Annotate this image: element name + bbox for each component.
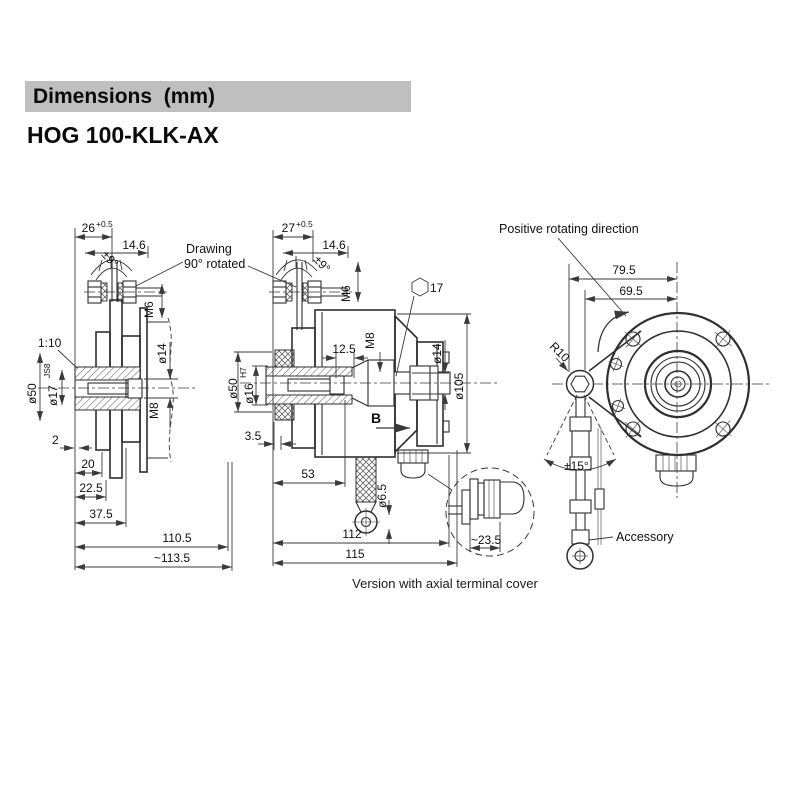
dim-dia17-fit: JS8: [42, 363, 52, 378]
right-view-front-face: Positive rotating direction 79.5 69.5: [499, 222, 772, 570]
section-header-bar: Dimensions (mm): [25, 81, 411, 112]
hex-key-symbol: [411, 277, 429, 297]
dim-37-5: 37.5: [89, 507, 113, 521]
model-title: HOG 100-KLK-AX: [27, 122, 219, 148]
view-b-label: B: [371, 410, 381, 426]
dim-angle-9: ±9°: [99, 248, 122, 271]
dim-pm15: ±15°: [564, 459, 589, 473]
dim-dia16-fit: H7: [238, 367, 248, 378]
dim-dia17: ø17: [46, 385, 60, 406]
note-line1: Drawing: [186, 242, 232, 256]
dim-115: 115: [345, 547, 364, 561]
section-title: Dimensions (mm): [33, 85, 216, 108]
dim-m8: M8: [363, 332, 377, 349]
dim-angle-9: ±9°: [311, 253, 334, 276]
front-cable-gland: [655, 454, 697, 487]
dim-69-5: 69.5: [619, 284, 643, 298]
accessory-label: Accessory: [616, 530, 674, 544]
axial-cable-gland: [397, 449, 429, 479]
dim-dia50: ø50: [25, 383, 39, 404]
dim-dia14: ø14: [155, 343, 169, 364]
dim-2: 2: [52, 433, 59, 447]
torque-support-accessory: [543, 330, 642, 570]
middle-view-encoder-section: ~23.5 27 +0.5 14.6 ±9° M6 17 M8 12.5: [226, 219, 535, 567]
dim-26: 26: [82, 221, 96, 235]
dim-dia105: ø105: [452, 372, 466, 400]
note-line2: 90° rotated: [184, 257, 245, 271]
dim-27: 27: [282, 221, 296, 235]
dim-53: 53: [301, 467, 315, 481]
dim-22-5: 22.5: [79, 481, 103, 495]
dim-23-5: ~23.5: [471, 533, 502, 547]
dim-m6: M6: [339, 285, 353, 302]
dim-dia6-5: ø6.5: [375, 484, 389, 508]
dim-26-tolerance: +0.5: [96, 219, 113, 229]
ground-strap: [352, 456, 380, 536]
dim-dia16: ø16: [242, 383, 256, 404]
dim-14-6: 14.6: [122, 238, 146, 252]
dim-hex17: 17: [430, 281, 444, 295]
dim-3-5: 3.5: [245, 429, 262, 443]
left-view-shaft-section: 26 +0.5 14.6 ±9° M6 1:10 ø50 ø17 JS8 ø14…: [25, 219, 233, 571]
rotation-direction-arrow: [597, 310, 630, 353]
drawing-caption: Version with axial terminal cover: [352, 576, 538, 591]
positive-rotation-label: Positive rotating direction: [499, 222, 639, 236]
dim-m6: M6: [142, 301, 156, 318]
dim-27-tolerance: +0.5: [296, 219, 313, 229]
dim-112: 112: [342, 527, 361, 541]
dim-110-5: 110.5: [162, 531, 191, 545]
dim-12-5: 12.5: [332, 342, 356, 356]
dim-14-6: 14.6: [322, 238, 346, 252]
dim-dia50: ø50: [226, 378, 240, 399]
dim-79-5: 79.5: [612, 263, 636, 277]
dim-m8: M8: [147, 402, 161, 419]
dim-20: 20: [81, 457, 95, 471]
dim-dia14: ø14: [430, 343, 444, 364]
rotated-drawing-note: Drawing 90° rotated: [135, 242, 297, 288]
gland-detail-view: ~23.5: [427, 467, 535, 557]
dim-taper: 1:10: [38, 336, 62, 350]
dim-113-5: ~113.5: [154, 551, 190, 565]
shaft-clamp-assembly: [83, 255, 168, 304]
